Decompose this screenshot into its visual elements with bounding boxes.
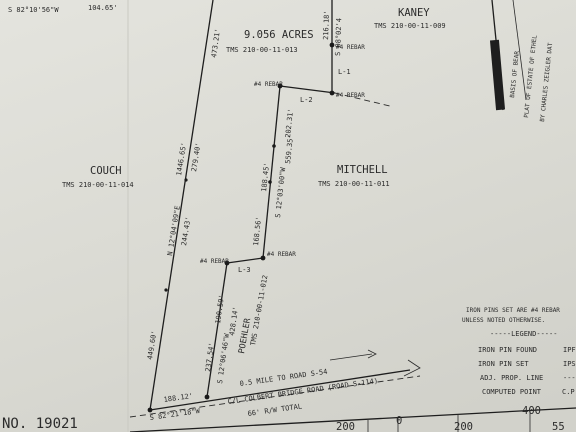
poehler-boundary: [206, 262, 228, 398]
top-distance: 104.65': [88, 4, 118, 12]
rebar-marker: [329, 42, 335, 48]
rebar-label: #4 REBAR: [267, 251, 296, 258]
mitchell-name: MITCHELL: [337, 164, 388, 176]
scale-label: 400: [522, 405, 541, 417]
west-seg-upper: 279.40': [190, 142, 203, 172]
poehler-tms: TMS 210-00-11-012: [249, 274, 269, 346]
legend-title: -----LEGEND-----: [490, 330, 557, 338]
west-bearing: N 12°04'09"E: [166, 205, 182, 256]
road-arrow: [403, 359, 421, 377]
point-marker: [164, 288, 168, 292]
west-boundary: [149, 0, 214, 411]
couch-tms: TMS 210-00-11-014: [62, 181, 134, 189]
poehler-seg1: 190.59': [214, 294, 226, 324]
rebar-label: #4 REBAR: [336, 44, 365, 51]
kaney-distance: 216.18': [322, 10, 331, 40]
rebar-label: #4 REBAR: [336, 92, 365, 99]
east-bearing: S 12°03'00"W: [274, 166, 287, 218]
couch-name: COUCH: [90, 165, 122, 177]
legend-note-1: IRON PINS SET ARE #4 REBAR: [466, 307, 560, 314]
road-note-arrow: [329, 353, 373, 361]
point-marker: [184, 178, 188, 182]
poehler-total: 428.14': [228, 306, 240, 336]
rebar-marker: [260, 255, 266, 261]
side-text-1: BASIS OF BEAR: [509, 50, 521, 98]
east-total: 559.35': [284, 134, 295, 164]
mitchell-tms: TMS 210-00-11-011: [318, 180, 390, 188]
subject-tms: TMS 210-00-11-013: [226, 46, 298, 54]
legend-item-label: ADJ. PROP. LINE: [480, 374, 543, 382]
east-seg-low: 168.56': [252, 216, 263, 246]
road-centerline: [129, 375, 421, 418]
label-l1: L-1: [338, 68, 351, 76]
kaney-tms: TMS 210-00-11-009: [374, 22, 446, 30]
rebar-marker: [147, 407, 153, 413]
kaney-name: KANEY: [398, 7, 430, 19]
side-text-2: PLAT OF ESTATE OF ETHEL: [523, 34, 539, 118]
west-seg-middle: 244.43': [180, 216, 193, 246]
legend-item-label: IRON PIN SET: [478, 360, 529, 368]
legend-item-abbr: IPF: [563, 346, 576, 354]
road-rw: 66' R/W TOTAL: [247, 402, 302, 418]
label-l2: L-2: [300, 96, 313, 104]
top-bearing: S 82°10'56"W: [8, 6, 59, 14]
road-frontage-length: 188.12': [163, 392, 193, 404]
legend-item-abbr: IPS: [563, 360, 576, 368]
rebar-label: #4 REBAR: [200, 258, 229, 265]
poehler-bearing: S 12°06'46"W: [216, 332, 231, 384]
title-block-border: [489, 0, 527, 111]
legend-item-abbr: -------: [563, 374, 576, 382]
east-boundary: [262, 85, 281, 259]
rebar-marker: [329, 90, 335, 96]
line-l2: [279, 85, 336, 94]
road-frontage: [149, 369, 411, 411]
scale-label: 55: [552, 421, 565, 432]
poehler-seg2: 237.54': [204, 342, 216, 372]
label-l3: L-3: [238, 266, 251, 274]
west-seg-top: 473.21': [210, 28, 222, 58]
kaney-bearing: S 08°02'4: [334, 18, 343, 56]
scale-bar: [122, 406, 576, 432]
east-seg-top: 202.31': [284, 108, 295, 138]
rebar-marker: [224, 260, 230, 266]
rebar-marker: [277, 83, 283, 89]
acreage-label: 9.056 ACRES: [244, 29, 314, 41]
side-text-3: BY CHARLES ZEIGLER DAT: [539, 42, 554, 122]
west-seg-lower: 449.60': [146, 330, 159, 360]
legend-item-label: COMPUTED POINT: [482, 388, 542, 396]
scale-label: 200: [454, 421, 473, 432]
line-l3: [226, 257, 264, 264]
point-marker: [272, 144, 276, 148]
plat-number: NO. 19021: [2, 416, 78, 432]
legend-item-label: IRON PIN FOUND: [478, 346, 537, 354]
scale-label: 200: [336, 421, 355, 432]
east-seg-mid: 188.45': [260, 162, 271, 192]
rebar-marker: [204, 394, 210, 400]
rebar-label: #4 REBAR: [254, 81, 283, 88]
scale-label: 0: [396, 415, 402, 427]
legend-item-abbr: C.P.: [562, 388, 576, 396]
legend-note-2: UNLESS NOTED OTHERWISE.: [462, 317, 545, 324]
point-marker: [268, 180, 272, 184]
